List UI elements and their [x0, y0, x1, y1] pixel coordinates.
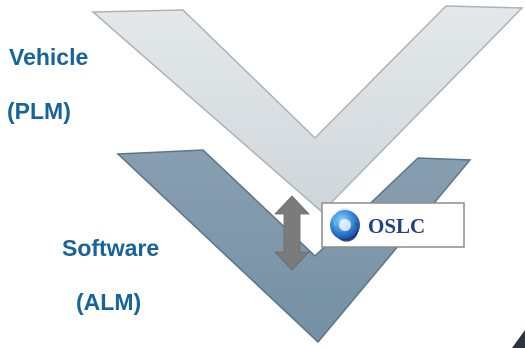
vehicle-label: Vehicle	[9, 44, 89, 70]
vehicle-plm-label: (PLM)	[7, 98, 71, 124]
software-label: Software	[62, 235, 160, 261]
corner-shadow	[512, 330, 525, 348]
double-headed-arrow-icon	[274, 195, 310, 271]
oslc-label: OSLC	[368, 214, 425, 238]
oslc-logo-icon	[330, 208, 360, 242]
software-alm-label: (ALM)	[76, 289, 142, 315]
oslc-badge: OSLC	[321, 202, 465, 248]
